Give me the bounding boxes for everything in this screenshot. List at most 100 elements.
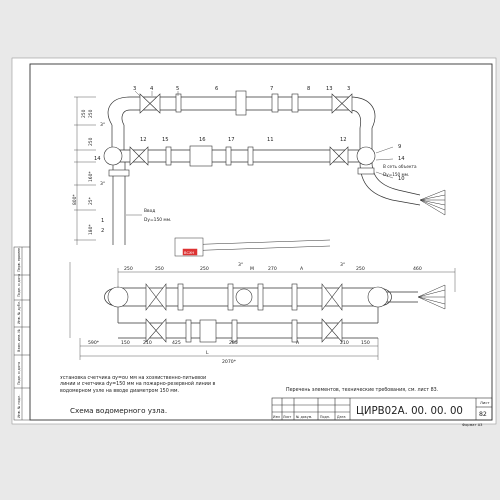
flange-icon — [291, 283, 298, 311]
dimension-label: 25* — [88, 196, 94, 205]
position-number: 2 — [101, 228, 104, 234]
gate-valve-icon — [145, 318, 167, 343]
gate-valve-icon — [321, 283, 343, 311]
position-number: 12 — [140, 137, 147, 143]
angle-label: 3° — [100, 122, 105, 128]
dimension-label: 460 — [413, 266, 422, 272]
note-left-box: Установка счетчика dy=80 мм на хозяйстве… — [60, 376, 216, 394]
flange-icon — [185, 319, 192, 343]
water-meter-icon — [199, 319, 217, 343]
position-number: 7 — [270, 86, 273, 92]
position-number: 10 — [398, 176, 405, 182]
meter-label: ВСХН — [184, 251, 194, 255]
flange-icon — [247, 146, 254, 166]
position-number: 15 — [162, 137, 169, 143]
side-stamp-label: Инв. № подл. — [17, 395, 21, 418]
drawing-code: ЦИРВ02А. 00. 00. 00 — [356, 406, 463, 417]
position-number: 8 — [307, 86, 310, 92]
side-stamp-label: Взам. инв. № — [17, 329, 21, 352]
position-number: 16 — [199, 137, 206, 143]
drawing-frame — [29, 63, 493, 421]
paper — [11, 57, 497, 425]
dimension-label: 800* — [72, 194, 78, 205]
gate-valve-icon — [139, 93, 161, 114]
flange-icon — [357, 167, 375, 175]
upper-leaders — [134, 90, 394, 179]
position-number: 14 — [94, 156, 101, 162]
dimension-label: 210 — [143, 340, 152, 346]
position-number: 3 — [133, 86, 136, 92]
dimension-label: А — [296, 340, 300, 346]
note-right: Перечень элементов, технические требован… — [286, 387, 438, 393]
flange-icon — [291, 93, 299, 113]
flange-icon — [175, 93, 182, 113]
dimension-label: 160* — [88, 171, 94, 182]
side-stamp-label: Подп. и дата — [17, 274, 21, 297]
overall-dimension-label: 2070* — [222, 359, 237, 365]
position-number: 4 — [150, 86, 154, 92]
meter-gauge — [174, 237, 331, 257]
sheet-label: Лист — [480, 400, 490, 405]
side-stamp-label: Инв. № дубл. — [17, 301, 21, 324]
flange-icon — [177, 283, 184, 311]
elbow-icon — [103, 146, 123, 166]
water-meter-icon — [189, 145, 213, 167]
flange-icon — [235, 90, 247, 116]
gate-valve-icon — [129, 146, 149, 166]
flange-icon — [271, 93, 279, 113]
dimension-label: 210 — [340, 340, 349, 346]
flange-icon — [291, 319, 298, 343]
flange-icon — [227, 283, 234, 311]
title-block-cell: № докум. — [296, 415, 312, 419]
dimension-label: 3° — [340, 262, 345, 268]
gate-valve-icon — [331, 93, 353, 114]
position-number: 12 — [340, 137, 347, 143]
upper-position-numbers: 3 4 5 6 7 8 13 3 12 15 16 17 11 12 9 14 … — [94, 86, 405, 234]
lower-valves — [107, 283, 389, 343]
lower-outlet-cone — [417, 284, 446, 310]
drawing-title: Схема водомерного узла. — [70, 406, 167, 415]
flange-icon — [108, 169, 130, 177]
position-number: 9 — [398, 144, 401, 150]
dimension-label: А — [300, 266, 304, 272]
title-block-cell: Изм — [273, 415, 280, 419]
position-number: 14 — [398, 156, 405, 162]
position-number: 5 — [176, 86, 179, 92]
dimension-label: 250 — [88, 109, 94, 118]
dimension-label: 250 — [155, 266, 164, 272]
dimension-label: 250 — [88, 137, 94, 146]
dimension-label: 3° — [238, 262, 243, 268]
angle-label: 3° — [100, 181, 105, 187]
dimension-label: 250 — [81, 109, 87, 118]
dimension-label: 250 — [200, 266, 209, 272]
dimension-label: 590* — [88, 340, 100, 346]
note-left: Установка счетчика dy=80 мм на хозяйстве… — [60, 376, 216, 394]
outlet-label: Dy=150 мм. — [383, 172, 409, 177]
inlet-label: Ввод — [144, 208, 155, 214]
dimension-label: 250 — [356, 266, 365, 272]
dimension-label: 285 — [229, 340, 238, 346]
flange-icon — [257, 283, 264, 311]
position-number: 17 — [228, 137, 235, 143]
position-number: 3 — [347, 86, 350, 92]
title-block-cell: Лист — [283, 415, 291, 419]
dimension-label: L — [206, 350, 209, 356]
dimension-label: 250 — [124, 266, 133, 272]
flange-icon — [225, 146, 232, 166]
outlet-flow-cone — [419, 189, 446, 216]
sheet-number: 82 — [479, 411, 487, 418]
water-meter-icon — [235, 288, 253, 306]
vertical-dimension-line — [74, 96, 96, 245]
elbow-icon — [356, 146, 376, 166]
format-label: Формат А3 — [462, 423, 482, 427]
dimension-label: 150 — [121, 340, 130, 346]
position-number: 6 — [215, 86, 218, 92]
dimension-label: 150 — [361, 340, 370, 346]
upper-valves — [103, 90, 376, 177]
gate-valve-icon — [329, 146, 349, 166]
elbow-icon — [367, 286, 389, 308]
flange-icon — [231, 319, 238, 343]
side-stamp-label: Перв. примен. — [17, 247, 21, 272]
position-number: 13 — [326, 86, 333, 92]
dimension-label: 180* — [88, 224, 94, 235]
